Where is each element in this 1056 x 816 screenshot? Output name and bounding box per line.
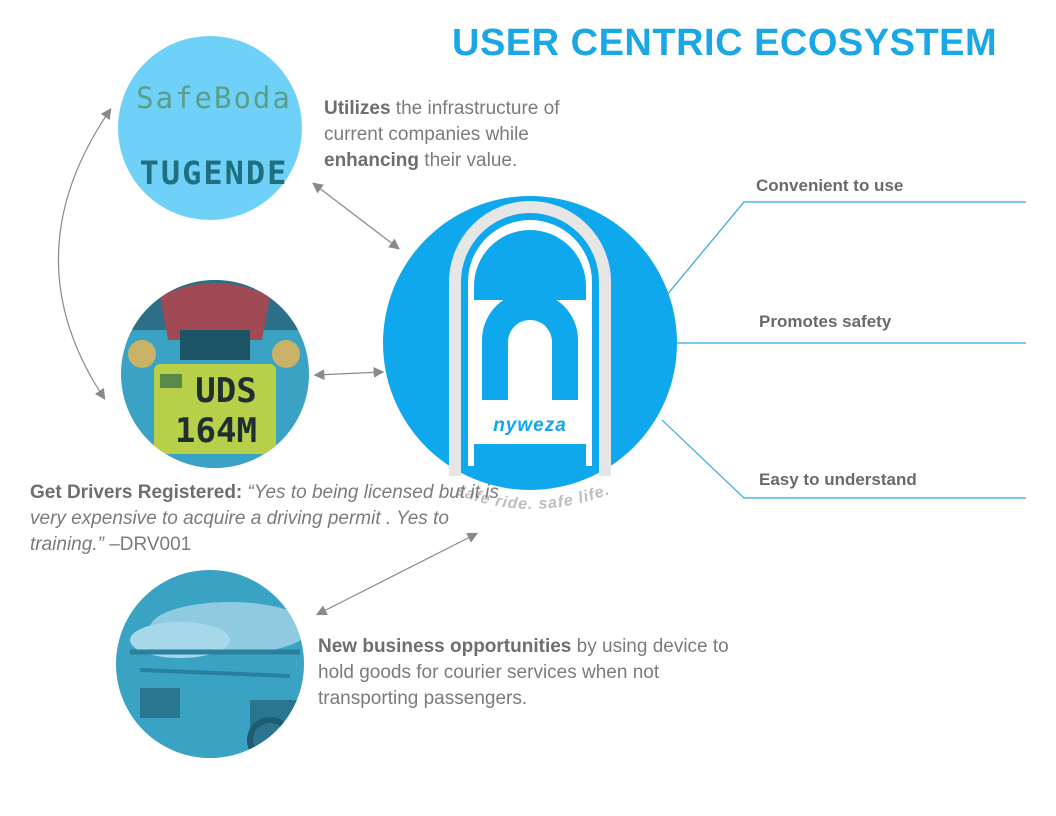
utilizes-text: Utilizes the infrastructure of current c… [324,96,584,174]
arrow-logos-center [312,182,400,250]
utilizes-body-2: their value. [419,150,518,171]
benefit-convenient: Convenient to use [756,176,904,195]
benefit-line-1 [665,201,1026,297]
enhancing-bold: enhancing [324,150,420,171]
benefit-lines [661,201,1026,499]
business-heading: New business opportunities [318,636,572,657]
driver-quote: “Yes to being licensed but it is very ex… [30,482,499,555]
connector-arrows [57,108,479,616]
plate-photo-circle: UDS 164M [121,280,309,468]
drivers-registered-text: Get Drivers Registered: “Yes to being li… [30,480,500,558]
utilizes-body-1: the infrastructure of current companies … [324,98,560,145]
courier-bike-photo-circle [116,570,304,758]
plate-line-1: UDS [195,371,256,411]
plate-line-2: 164M [175,411,257,451]
page-title: USER CENTRIC ECOSYSTEM [452,22,998,64]
nyweza-logo: nyweza safe ride. safe life. [383,196,677,513]
business-body: by using device to hold goods for courie… [318,636,729,709]
utilizes-bold: Utilizes [324,98,391,119]
benefit-safety: Promotes safety [759,312,892,331]
arrow-logos-plate [57,108,112,401]
driver-attribution: –DRV001 [103,534,192,555]
arrow-bike-center [315,532,479,616]
benefit-understand: Easy to understand [759,470,917,489]
drivers-heading: Get Drivers Registered: [30,482,248,503]
partner-logos-circle: SafeBoda TUGENDE [118,36,302,220]
business-opportunities-text: New business opportunities by using devi… [318,634,758,712]
arrow-plate-center [313,366,385,381]
tugende-logo: TUGENDE [140,154,289,192]
benefit-line-3 [661,419,1026,499]
nyweza-brand-text: nyweza [493,415,567,436]
safeboda-logo: SafeBoda [136,81,292,115]
